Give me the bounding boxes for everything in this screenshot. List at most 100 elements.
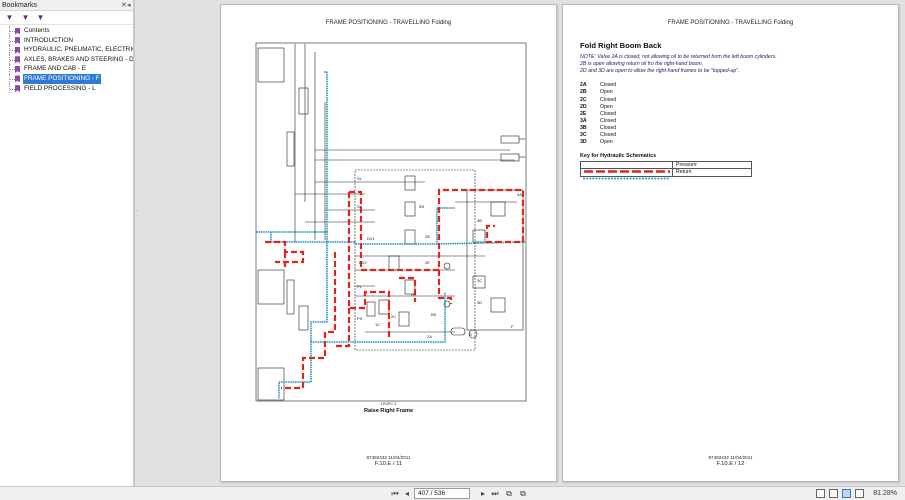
valve bbox=[378, 299, 390, 315]
valve-state: Closed bbox=[600, 124, 617, 131]
go-forward-icon[interactable]: ⧉ bbox=[520, 489, 526, 498]
bookmark-label: FRAME POSITIONING - F bbox=[23, 73, 101, 84]
bookmark-item[interactable]: FRAME AND CAB - E bbox=[0, 64, 133, 74]
figure-id: 1R4PC 3 bbox=[380, 402, 397, 406]
label-2e: 2E bbox=[425, 260, 430, 265]
bookmark-icon bbox=[15, 27, 20, 35]
label-sk: SK bbox=[357, 204, 363, 209]
label-2c: 2C bbox=[391, 314, 396, 319]
close-icon[interactable]: ✕ bbox=[121, 2, 127, 9]
bookmark-item[interactable]: Contents bbox=[0, 26, 133, 36]
document-view[interactable]: FRAME POSITIONING - TRAVELLING Folding bbox=[139, 0, 905, 486]
next-page-icon[interactable]: ▸ bbox=[480, 489, 485, 498]
panel-splitter[interactable] bbox=[134, 0, 135, 486]
key-row: Return bbox=[581, 169, 751, 180]
bookmarks-toolbar: ▼ ▼ ▼ bbox=[0, 11, 133, 25]
label-ps: PS bbox=[357, 316, 363, 321]
footer-page-number: F.10.E / 12 bbox=[716, 461, 745, 467]
cylinder-block bbox=[257, 269, 285, 305]
new-bookmark-icon[interactable]: ▼ bbox=[36, 13, 45, 22]
page-title: FRAME POSITIONING - TRAVELLING Folding bbox=[667, 20, 794, 26]
bookmark-item[interactable]: AXLES, BRAKES AND STEERING - D bbox=[0, 54, 133, 65]
page-footer: 87492432 11/04/2011 F.10.E / 11 bbox=[221, 455, 556, 467]
valve bbox=[398, 311, 410, 327]
valve-id: 3A bbox=[580, 117, 587, 124]
return-lines bbox=[256, 71, 526, 399]
valve bbox=[490, 201, 506, 217]
expand-bookmark-icon[interactable]: ▼ bbox=[21, 13, 30, 22]
bookmark-label: Contents bbox=[24, 27, 50, 34]
footer-doc-ref: 87492432 11/04/2011 bbox=[366, 455, 411, 460]
valve-row: 3A Closed bbox=[580, 118, 880, 125]
valve-state: Closed bbox=[600, 110, 617, 117]
label-2a: 2A bbox=[427, 334, 432, 339]
valve-id: 3C bbox=[580, 132, 587, 139]
key-row: Pressure bbox=[581, 162, 751, 173]
bookmark-icon bbox=[15, 46, 20, 54]
bookmark-icon bbox=[15, 37, 20, 45]
tree-connector bbox=[9, 26, 15, 36]
bookmark-item[interactable]: FRAME POSITIONING - F bbox=[0, 73, 133, 84]
tree-connector bbox=[9, 45, 15, 55]
key-title: Key for Hydraulic Schematics bbox=[580, 153, 657, 160]
previous-page-icon[interactable]: ◂ bbox=[404, 489, 409, 498]
label-3d: 3D bbox=[477, 300, 482, 305]
go-back-icon[interactable]: ⧉ bbox=[506, 489, 512, 498]
continuous-view-icon[interactable] bbox=[829, 489, 838, 498]
cylinder-block bbox=[257, 47, 285, 83]
valve-state: Open bbox=[600, 139, 613, 146]
page-left: FRAME POSITIONING - TRAVELLING Folding bbox=[220, 4, 557, 482]
bookmark-icon bbox=[15, 56, 20, 64]
bookmark-label: FIELD PROCESSING - L bbox=[24, 84, 96, 92]
bookmark-options-icon[interactable]: ▼ bbox=[5, 13, 14, 22]
schematic-frame bbox=[255, 42, 527, 402]
label-dv1: DV1 bbox=[367, 236, 376, 241]
note-line: NOTE: Valve 2A is closed, not allowing o… bbox=[580, 54, 777, 60]
last-page-icon[interactable]: ⏭ bbox=[491, 489, 499, 498]
valve-state: Closed bbox=[600, 117, 617, 124]
bookmark-item[interactable]: FIELD PROCESSING - L bbox=[0, 83, 133, 94]
valve bbox=[472, 229, 486, 243]
footer-page-number: F.10.E / 11 bbox=[374, 461, 403, 467]
label-bs: BS bbox=[419, 204, 425, 209]
single-page-view-icon[interactable] bbox=[816, 489, 825, 498]
two-page-continuous-view-icon[interactable] bbox=[855, 489, 864, 498]
label-3a: 3A bbox=[517, 192, 522, 197]
collapse-panel-icon[interactable]: ◂ bbox=[127, 2, 131, 9]
page-number-input[interactable]: 407 / 536 bbox=[414, 488, 470, 499]
valve-id: 2D bbox=[580, 103, 587, 110]
tree-connector bbox=[9, 54, 15, 65]
label-f: F bbox=[511, 324, 514, 329]
valve-row: 3D Open bbox=[580, 139, 880, 146]
valve-id: 3B bbox=[580, 124, 587, 131]
valve bbox=[490, 297, 506, 313]
bookmark-item[interactable]: INTRODUCTION bbox=[0, 35, 133, 46]
valve-id: 2B bbox=[580, 89, 587, 96]
valve bbox=[404, 229, 416, 245]
bookmark-label: HYDRAULIC, PNEUMATIC, ELECTRICA bbox=[24, 46, 133, 54]
bookmark-item[interactable]: HYDRAULIC, PNEUMATIC, ELECTRICA bbox=[0, 45, 133, 55]
status-bar: ⏮ ◂ 407 / 536 ▸ ⏭ ⧉ ⧉ 81.28% bbox=[0, 486, 905, 500]
first-page-icon[interactable]: ⏮ bbox=[391, 489, 399, 498]
label-1c: 1C bbox=[375, 322, 380, 327]
note-line: 2B is open allowing return oil fro the r… bbox=[580, 60, 704, 67]
label-3c: 3C bbox=[477, 278, 482, 283]
cylinder bbox=[286, 131, 295, 167]
zoom-level[interactable]: 81.28% bbox=[873, 490, 897, 497]
valve-state: Closed bbox=[600, 82, 617, 89]
label-bs2: BS bbox=[431, 312, 437, 317]
two-page-view-icon[interactable] bbox=[842, 489, 851, 498]
valve-id: 3D bbox=[580, 139, 587, 146]
bookmark-label: INTRODUCTION bbox=[24, 36, 73, 44]
bookmarks-title: Bookmarks bbox=[2, 2, 38, 9]
label-pl: PL bbox=[357, 284, 363, 289]
label-b: B bbox=[469, 332, 472, 337]
splitter-grip-icon[interactable]: ··· bbox=[136, 209, 138, 223]
